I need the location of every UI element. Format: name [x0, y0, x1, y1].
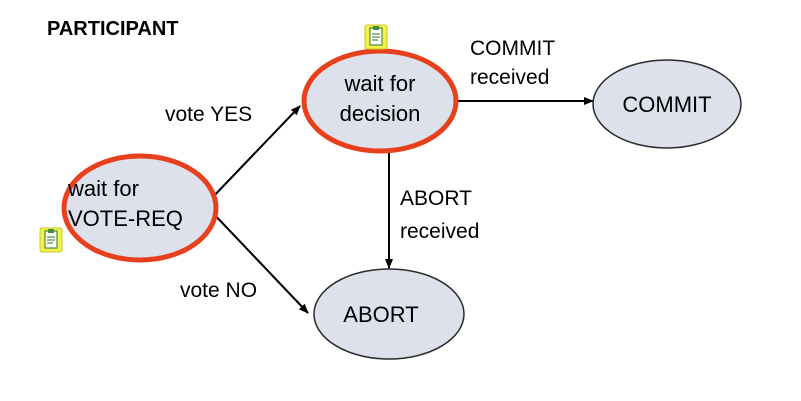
state-ellipse [301, 48, 459, 154]
edge-label-vote-no: vote NO [180, 279, 257, 302]
state-label-line: decision [340, 101, 421, 126]
edge-label-commit-received: COMMIT [470, 37, 555, 60]
notepad-icon[interactable] [364, 24, 388, 50]
notepad-icon[interactable] [39, 227, 63, 253]
edge-vote-yes [209, 105, 301, 201]
edge-label-abort-received: received [400, 220, 479, 243]
state-ellipse [313, 268, 465, 360]
state-abort: ABORT [313, 268, 465, 360]
state-ellipse [61, 153, 219, 263]
diagram-title: PARTICIPANT [47, 18, 178, 40]
state-label-line: ABORT [343, 302, 418, 327]
state-ellipse [592, 59, 742, 149]
state-label-line: VOTE-REQ [68, 206, 183, 231]
state-label-line: COMMIT [622, 92, 711, 117]
state-wait-for-vote-req: wait for VOTE-REQ [61, 153, 219, 263]
edge-vote-no [209, 209, 309, 314]
edge-label-vote-yes: vote YES [165, 103, 252, 126]
edge-label-abort-received: ABORT [400, 187, 472, 210]
state-wait-for-decision: wait for decision [301, 48, 459, 154]
state-commit: COMMIT [592, 59, 742, 149]
edge-label-commit-received: received [470, 66, 549, 89]
state-label-line: wait for [344, 71, 416, 96]
state-label-line: wait for [67, 176, 139, 201]
